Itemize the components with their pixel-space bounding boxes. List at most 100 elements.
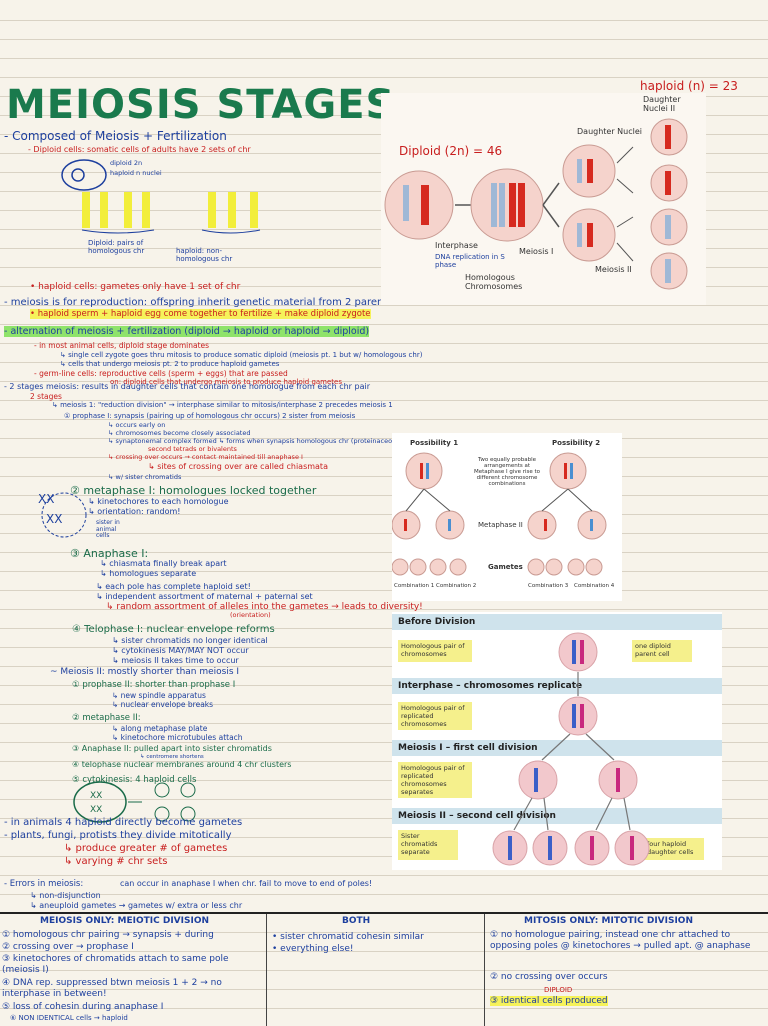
- telophase1-l2: ↳ cytokinesis MAY/MAY NOT occur: [112, 646, 249, 655]
- cytokinesis-label: ⑤ cytokinesis: 4 haploid cells: [72, 775, 197, 785]
- chromosome-bars-icon: [81, 192, 261, 234]
- anaphase1-l3: ↳ each pole has complete haploid set!: [96, 582, 251, 591]
- animal-cells-line: - in most animal cells, diploid stage do…: [34, 341, 210, 350]
- prophase2-label: ① prophase II: shorter than prophase I: [72, 680, 236, 690]
- meiosis-i-label: Meiosis I: [519, 247, 554, 256]
- alternation-line: - alternation of meiosis + fertilization…: [4, 326, 370, 337]
- metaphase-ii-label: Metaphase II: [478, 521, 523, 529]
- diploid-cells-line: - Diploid cells: somatic cells of adults…: [28, 145, 251, 154]
- sister-note: sister in animal cells: [96, 519, 120, 540]
- metaphase1-label: ② metaphase I: homologues locked togethe…: [70, 484, 317, 497]
- col2-title: BOTH: [342, 916, 371, 926]
- metaphase1-l2: ↳ orientation: random!: [88, 507, 181, 516]
- single-cell-line: ↳ single cell zygote goes thru mitosis t…: [60, 351, 423, 359]
- haploid-gametes-line: • haploid cells: gametes only have 1 set…: [30, 282, 241, 292]
- telophase1-l1: ↳ sister chromatids no longer identical: [112, 636, 268, 645]
- two-stages-line: - 2 stages meiosis: results in daughter …: [4, 382, 370, 391]
- metaphase2-l2: ↳ kinetochore microtubules attach: [112, 733, 243, 742]
- meiosis1-band: Meiosis I – first cell division: [392, 740, 722, 756]
- anaphase1-l1: ↳ chiasmata finally break apart: [100, 559, 227, 568]
- haploid-n-label: haploid n nuclei: [110, 169, 162, 177]
- cell-division-sketch-icon: XX XX: [73, 781, 196, 823]
- anaphase2-label: ③ Anaphase II: pulled apart into sister …: [72, 744, 272, 753]
- errors-l2: ↳ non-disjunction: [30, 891, 101, 900]
- col1-item-2: ② crossing over → prophase I: [2, 942, 134, 952]
- prophase1-l1: ↳ occurs early on: [108, 421, 166, 429]
- meiosis-overview-diagram: [384, 118, 688, 290]
- telophase1-l3: ↳ meiosis II takes time to occur: [112, 656, 239, 665]
- col2-item-1: • sister chromatid cohesin similar: [272, 932, 424, 942]
- col1-item-1: ① homologous chr pairing → synapsis + du…: [2, 930, 214, 940]
- possibility2-label: Possibility 2: [552, 439, 601, 447]
- diploid-formula: Diploid (2n) = 46: [399, 144, 503, 158]
- sister-box: Sister chromatids separate: [398, 830, 458, 860]
- anaphase1-l5: ↳ random assortment of alleles into the …: [106, 602, 423, 612]
- cells-undergo-line: ↳ cells that undergo meiosis pt. 2 to pr…: [60, 360, 280, 368]
- independent-assortment-figure: Possibility 1 Possibility 2 Two equally …: [392, 433, 622, 601]
- telophase2-label: ④ telophase nuclear membranes around 4 c…: [72, 760, 292, 769]
- assortment-diagram: [392, 452, 607, 576]
- telophase1-label: ④ Telophase I: nuclear envelope reforms: [72, 624, 275, 635]
- one-diploid-box: one diploid parent cell: [632, 640, 692, 662]
- col3-item-1: ① no homologue pairing, instead one chr …: [490, 930, 751, 952]
- composed-line: - Composed of Meiosis + Fertilization: [4, 129, 227, 143]
- interphase-label: Interphase: [435, 241, 478, 250]
- before-division-band: Before Division: [392, 614, 722, 630]
- combo-2: Combination 2: [436, 583, 477, 589]
- errors-l1: - Errors in meiosis:: [4, 879, 84, 889]
- comparison-table: MEIOSIS ONLY: MEIOTIC DIVISION ① homolog…: [0, 912, 768, 1026]
- col2-item-2: • everything else!: [272, 944, 354, 954]
- svg-text:XX: XX: [90, 791, 102, 801]
- meiosis-only-column: MEIOSIS ONLY: MEIOTIC DIVISION ① homolog…: [0, 914, 267, 1026]
- diploid-label: Diploid: pairs of homologous chr: [88, 239, 145, 255]
- combo-4: Combination 4: [574, 583, 615, 589]
- meiosis-overview-figure: Diploid (2n) = 46 Daughter Nuclei II Dau…: [381, 93, 706, 305]
- interphase-band: Interphase – chromosomes replicate: [392, 678, 722, 694]
- svg-text:XX: XX: [38, 492, 54, 506]
- prophase1-label: ① prophase I: synapsis (pairing up of ho…: [64, 412, 356, 420]
- col3-diploid: DIPLOID: [544, 986, 573, 994]
- assortment-caption: Two equally probable arrangements at Met…: [473, 457, 541, 487]
- metaphase2-label: ② metaphase II:: [72, 713, 141, 723]
- prophase1-l2: ↳ chromosomes become closely associated: [108, 429, 251, 437]
- col1-title: MEIOSIS ONLY: MEIOTIC DIVISION: [40, 916, 210, 926]
- haploid-sperm-line: • haploid sperm + haploid egg come toget…: [30, 309, 371, 319]
- dna-rep-label: DNA replication in S phase: [435, 253, 505, 269]
- col1-item-6: ⑥ NON IDENTICAL cells → haploid: [10, 1014, 128, 1022]
- meiosis1-line: ↳ meiosis 1: "reduction division" → inte…: [52, 401, 393, 409]
- cell-sketch-icon: [61, 159, 107, 191]
- anaphase2-sub: ↳ centromere shortens: [140, 754, 204, 760]
- animals-l4: ↳ varying # chr sets: [64, 856, 168, 867]
- meiosis-stages-diagram: [492, 632, 650, 866]
- metaphase1-l1: ↳ kinetochores to each homologue: [88, 497, 229, 506]
- col3-item-3: ③ identical cells produced: [490, 996, 608, 1006]
- meiosis2-label: ~ Meiosis II: mostly shorter than meiosi…: [50, 667, 240, 677]
- germ-line: - germ-line cells: reproductive cells (s…: [34, 369, 288, 378]
- col1-item-5: ⑤ loss of cohesin during anaphase I: [2, 1002, 164, 1012]
- meiosis-stages-figure: Before Division Homologous pair of chrom…: [392, 612, 722, 870]
- svg-text:XX: XX: [90, 805, 102, 815]
- four-haploid-box: four haploid daughter cells: [644, 838, 704, 860]
- combo-3: Combination 3: [528, 583, 569, 589]
- homologous-pair-box: Homologous pair of chromosomes: [398, 640, 472, 662]
- meiosis-repro-line: - meiosis is for reproduction: offspring…: [4, 297, 393, 308]
- meiosis-ii-label: Meiosis II: [595, 265, 632, 274]
- prophase1-l5: ↳ crossing over occurs → contact maintai…: [108, 453, 303, 461]
- errors-l3: ↳ aneuploid gametes → gametes w/ extra o…: [30, 901, 243, 910]
- col1-item-3: ③ kinetochores of chromatids attach to s…: [2, 954, 229, 976]
- prophase1-l3: ↳ synaptonemal complex formed ↳ forms wh…: [108, 437, 513, 445]
- metaphase2-l1: ↳ along metaphase plate: [112, 724, 208, 733]
- separates-box: Homologous pair of replicated chromosome…: [398, 762, 472, 798]
- page-title: MEIOSIS STAGES: [6, 82, 396, 128]
- mitosis-only-column: MITOSIS ONLY: MITOTIC DIVISION ① no homo…: [484, 914, 768, 1026]
- svg-text:XX: XX: [46, 512, 62, 526]
- haploid-formula: haploid (n) = 23: [640, 79, 738, 93]
- prophase1-l7: ↳ w/ sister chromatids: [108, 473, 182, 481]
- errors-l1b: can occur in anaphase I when chr. fail t…: [120, 879, 373, 888]
- diploid-undergo-line: on: diploid cells that undergo meiosis t…: [110, 378, 343, 386]
- col3-item-2: ② no crossing over occurs: [490, 972, 608, 982]
- homologous-label: Homologous Chromosomes: [465, 273, 523, 291]
- combo-1: Combination 1: [394, 583, 435, 589]
- possibility1-label: Possibility 1: [410, 439, 459, 447]
- metaphase-sketch-icon: XX XX: [38, 492, 87, 538]
